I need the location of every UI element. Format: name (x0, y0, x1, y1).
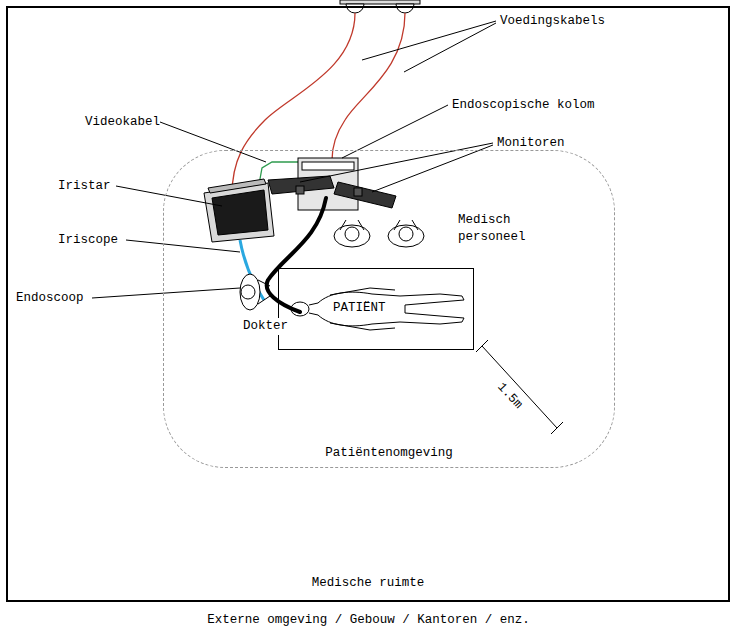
patient-environment: Patiëntenomgeving PATIËNT (163, 150, 615, 468)
monitor-label: Monitoren (497, 135, 565, 152)
node-label: PATIËNT (331, 301, 388, 316)
cable-label: Voedingskabels (500, 13, 605, 30)
column-label: Endoscopische kolom (452, 97, 595, 114)
dimension-line (476, 340, 563, 434)
node-label: Patiëntenomgeving (325, 446, 453, 461)
device-label: Endoscoop (16, 290, 84, 307)
power-cables (232, 13, 405, 195)
person-label: Medisch personeel (458, 212, 538, 246)
dimension-label: 1.5m (492, 378, 528, 414)
person-label: Dokter (241, 318, 290, 335)
room-boundary: Medische ruimte Patiëntenomgeving PATIËNT (6, 6, 730, 602)
node-label: Medische ruimte (312, 576, 425, 591)
doctor-figure (240, 274, 270, 310)
iristar-device (204, 179, 274, 242)
patient-figure (291, 288, 464, 330)
patient-table: PATIËNT (278, 268, 474, 350)
leader-lines (92, 21, 496, 298)
endoscope-cable (267, 198, 326, 312)
staff-figures (334, 220, 424, 247)
cable-label: Videokabel (85, 114, 160, 131)
device-label: Iristar (58, 178, 111, 195)
surroundings-label: Externe omgeving / Gebouw / Kantoren / e… (207, 612, 530, 629)
device-label: Iriscope (58, 232, 118, 249)
monitors (268, 176, 396, 208)
